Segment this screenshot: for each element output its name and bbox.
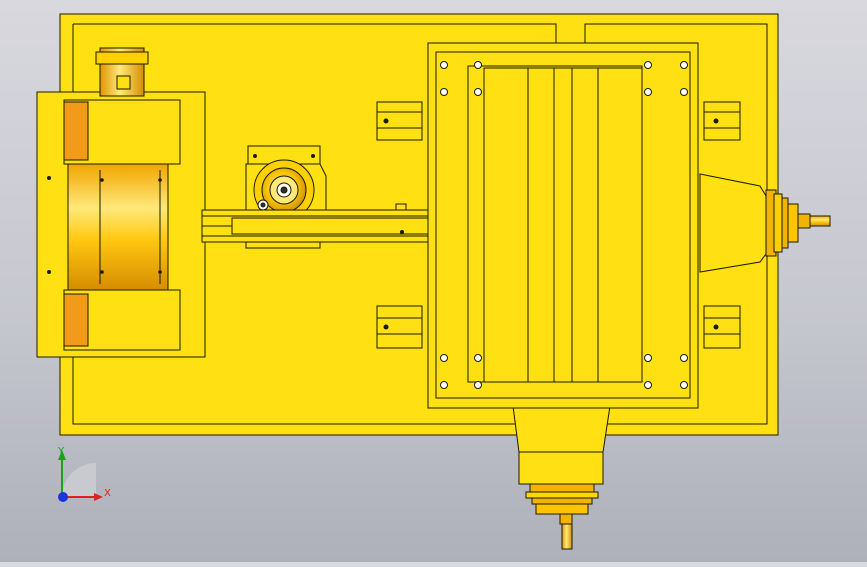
lower-gear-housing <box>512 405 611 550</box>
gearbox-housing <box>427 42 699 409</box>
worm-gear-unit <box>245 145 327 221</box>
motor <box>63 47 181 351</box>
guide-blocks <box>376 101 741 349</box>
axis-triad-icon <box>58 450 103 502</box>
right-shaft-housing <box>699 173 831 273</box>
axis-y-label: Y <box>57 446 65 457</box>
axis-x-label: X <box>104 488 111 499</box>
